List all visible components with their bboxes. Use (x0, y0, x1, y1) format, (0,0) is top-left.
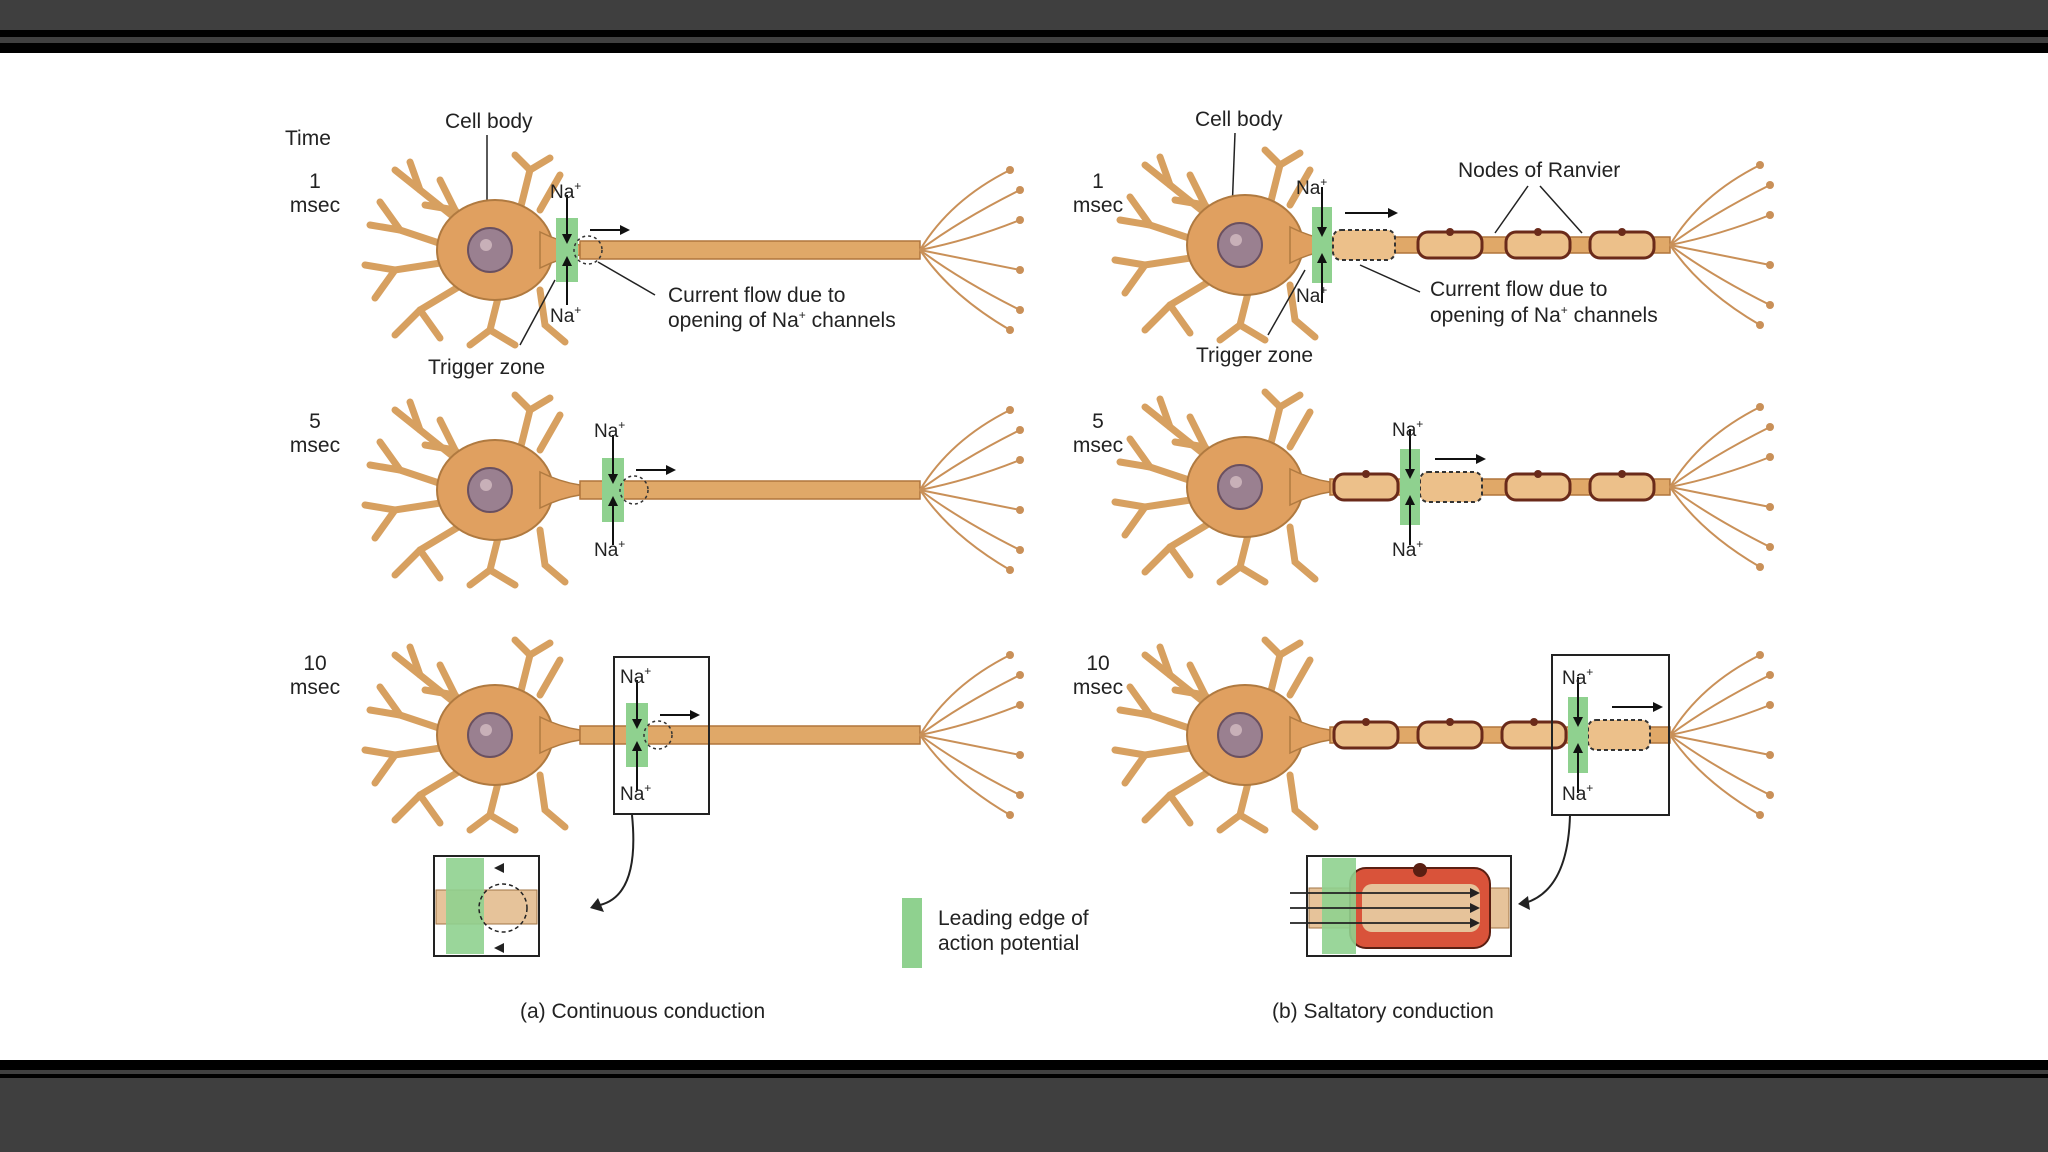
zoom-box-a (613, 656, 710, 815)
trigger-zone-label-b: Trigger zone (1196, 344, 1313, 367)
panel-a: Time Cell body Na+ Na+ Current flow due … (285, 110, 1025, 1023)
caption-a: (a) Continuous conduction (520, 1000, 765, 1023)
inset-b (1290, 855, 1512, 957)
cell-body-label-b: Cell body (1195, 108, 1283, 131)
current-flow-label-b-line1: Current flow due to (1430, 278, 1607, 301)
time-5-unit-a: msec (290, 434, 340, 457)
legend-line1: Leading edge of (938, 907, 1089, 930)
na-label-b3-bottom: Na+ (1562, 781, 1593, 805)
neuron-b-3 (1115, 640, 1775, 830)
nodes-of-ranvier-label: Nodes of Ranvier (1458, 159, 1620, 182)
bottom-frame-line-2 (0, 1074, 2048, 1078)
axon-a-2 (579, 480, 921, 500)
axon-a-1 (579, 240, 921, 260)
conduction-diagram: Time Cell body Na+ Na+ Current flow due … (285, 108, 1775, 1023)
neuron-b-1 (1115, 150, 1775, 340)
time-1-value-a: 1 (309, 170, 321, 193)
leading-edge-b-3 (1568, 697, 1588, 773)
slide: Time Cell body Na+ Na+ Current flow due … (0, 53, 2048, 1060)
neuron-a-2 (365, 395, 1025, 585)
time-1-unit-b: msec (1073, 194, 1123, 217)
caption-b: (b) Saltatory conduction (1272, 1000, 1494, 1023)
na-label-a2-bottom: Na+ (594, 537, 625, 561)
neuron-b-2 (1115, 392, 1775, 582)
time-10-unit-a: msec (290, 676, 340, 699)
na-label-b2-bottom: Na+ (1392, 537, 1423, 561)
na-label-a2-top: Na+ (594, 418, 625, 442)
inset-a (433, 855, 540, 957)
neuron-a-3 (365, 640, 1025, 830)
time-1-value-b: 1 (1092, 170, 1104, 193)
na-label-a3-bottom: Na+ (620, 781, 651, 805)
time-10-unit-b: msec (1073, 676, 1123, 699)
trigger-zone-label-a: Trigger zone (428, 356, 545, 379)
time-labels: 1 msec 5 msec 10 msec 1 msec 5 msec 10 m… (290, 170, 1123, 699)
na-label-b1-bottom: Na+ (1296, 283, 1327, 307)
top-frame-line-1 (0, 30, 2048, 37)
legend-swatch (902, 898, 922, 968)
bottom-frame-band (0, 1078, 2048, 1152)
time-5-unit-b: msec (1073, 434, 1123, 457)
top-frame-line-2 (0, 43, 2048, 53)
na-label-a1-top: Na+ (550, 179, 581, 203)
leading-edge-a-1 (556, 218, 578, 282)
time-5-value-a: 5 (309, 410, 321, 433)
neuron-a-1 (365, 155, 1025, 345)
cell-body-label-a: Cell body (445, 110, 533, 133)
time-1-unit-a: msec (290, 194, 340, 217)
na-label-b1-top: Na+ (1296, 175, 1327, 199)
leading-edge-a-2 (602, 458, 624, 522)
panel-b: Cell body Na+ Na+ Nodes of Ranvier Curre… (1115, 108, 1775, 1023)
legend: Leading edge of action potential (902, 898, 1089, 968)
time-10-value-a: 10 (303, 652, 326, 675)
na-label-b3-top: Na+ (1562, 665, 1593, 689)
na-label-a1-bottom: Na+ (550, 303, 581, 327)
zoom-box-b (1551, 654, 1670, 816)
time-10-value-b: 10 (1086, 652, 1109, 675)
time-header: Time (285, 127, 331, 150)
bottom-frame-line-1 (0, 1060, 2048, 1070)
legend-line2: action potential (938, 932, 1079, 955)
leading-edge-b-1 (1312, 207, 1332, 283)
na-label-a3-top: Na+ (620, 664, 651, 688)
current-flow-label-a-line2: opening of Na+ channels (668, 308, 896, 332)
na-label-b2-top: Na+ (1392, 417, 1423, 441)
leading-edge-a-3 (626, 703, 648, 767)
top-frame-band (0, 0, 2048, 30)
current-flow-label-a-line1: Current flow due to (668, 284, 845, 307)
current-flow-label-b-line2: opening of Na+ channels (1430, 303, 1658, 327)
leading-edge-b-2 (1400, 449, 1420, 525)
time-5-value-b: 5 (1092, 410, 1104, 433)
